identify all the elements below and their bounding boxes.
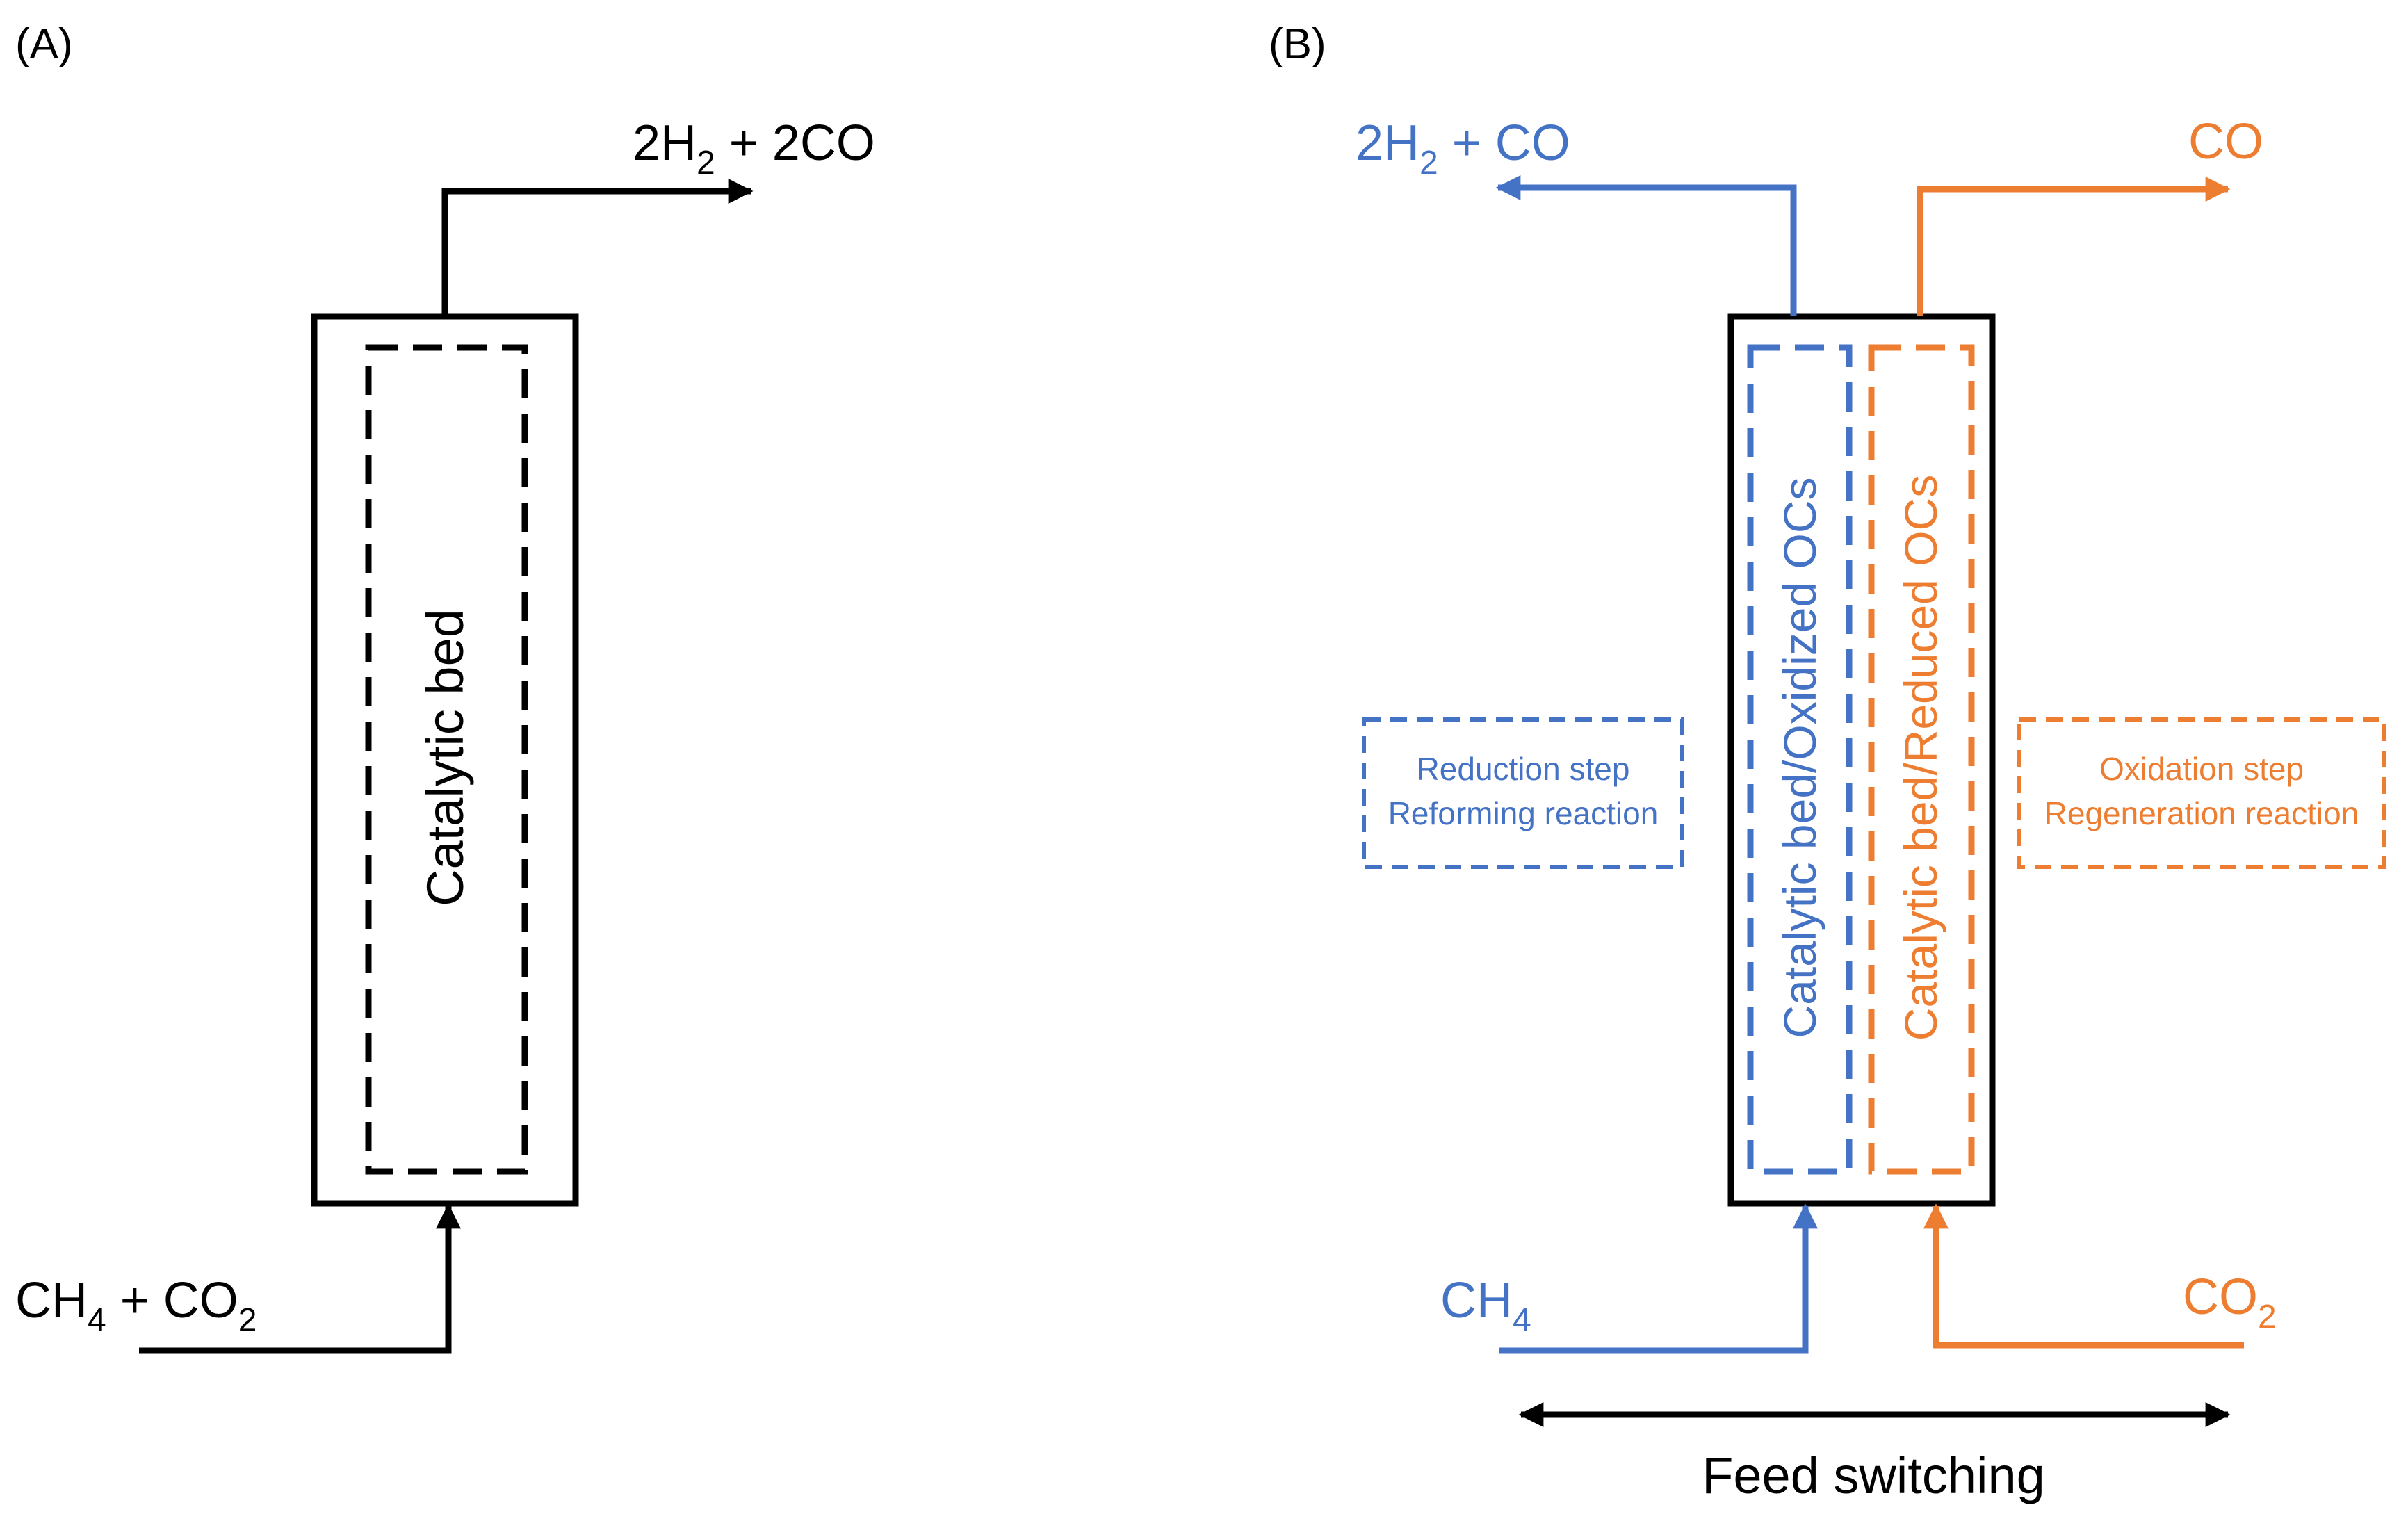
orange-bed-label: Catalytic bed/Reduced OCs bbox=[1895, 475, 1946, 1041]
feed-label-a: CH4 + CO2 bbox=[15, 1273, 257, 1339]
feed-switching-label: Feed switching bbox=[1702, 1447, 2045, 1504]
blue-product-label: 2H2 + CO bbox=[1356, 115, 1570, 181]
feed-arrow-a bbox=[139, 1203, 461, 1354]
orange-product-label: CO bbox=[2188, 114, 2263, 170]
orange-feed-arrow bbox=[1923, 1203, 2244, 1349]
blue-feed-arrow bbox=[1499, 1203, 1818, 1354]
orange-bed bbox=[1868, 344, 1975, 1175]
product-arrow-a bbox=[441, 179, 754, 316]
bed-label-a: Catalytic bed bbox=[416, 609, 474, 906]
product-label-a: 2H2 + 2CO bbox=[633, 115, 875, 181]
orange-product-arrow bbox=[1917, 177, 2231, 316]
panel-b-label: (B) bbox=[1269, 20, 1326, 68]
oxidation-line2: Regeneration reaction bbox=[2044, 795, 2359, 831]
oxidation-box bbox=[2017, 717, 2386, 869]
orange-feed-label: CO2 bbox=[2183, 1269, 2277, 1335]
blue-bed-label: Catalytic bed/Oxidized OCs bbox=[1774, 478, 1825, 1039]
blue-product-arrow bbox=[1495, 175, 1797, 316]
reactor-b bbox=[1727, 313, 1996, 1207]
panel-a-label: (A) bbox=[15, 20, 73, 68]
panel-a: (A) Catalytic bed 2H2 + 2CO CH4 + CO2 bbox=[15, 20, 875, 1354]
blue-feed-label: CH4 bbox=[1440, 1273, 1531, 1339]
panel-b: (B) Catalytic bed/Oxidized OCs Catalytic… bbox=[1269, 20, 2386, 1504]
oxidation-line1: Oxidation step bbox=[2099, 751, 2304, 787]
reduction-line1: Reduction step bbox=[1417, 751, 1630, 787]
reduction-box bbox=[1362, 717, 1684, 869]
reduction-line2: Reforming reaction bbox=[1388, 795, 1659, 831]
blue-bed bbox=[1747, 344, 1853, 1175]
